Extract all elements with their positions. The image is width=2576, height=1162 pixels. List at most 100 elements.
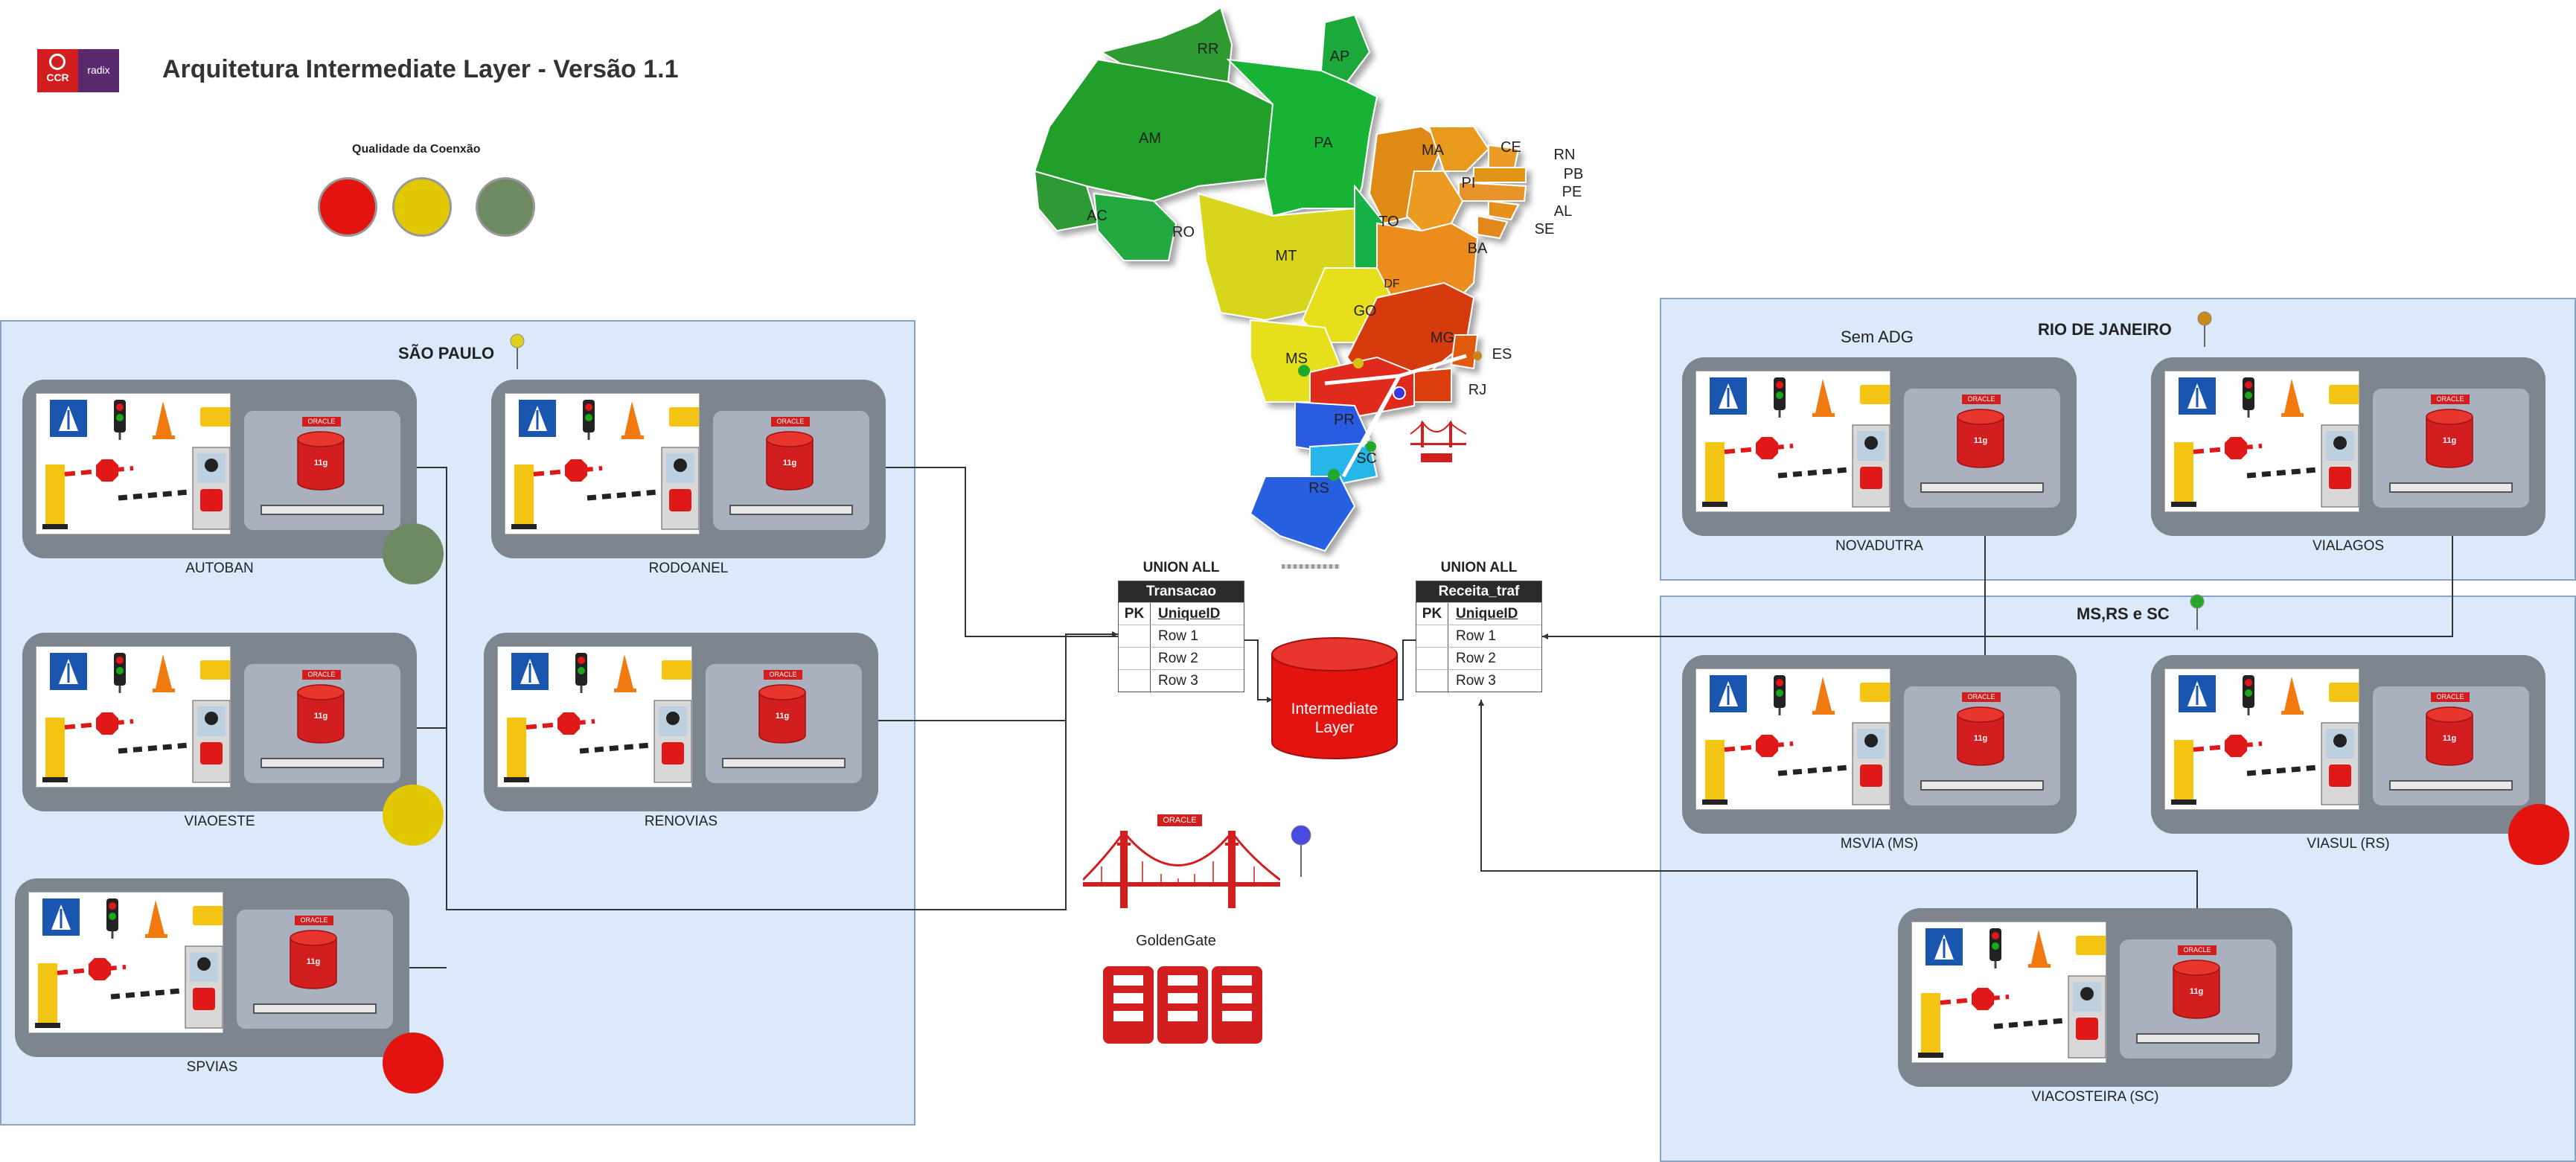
server-slot xyxy=(729,505,853,515)
region-title-sp: SÃO PAULO xyxy=(398,344,495,363)
table-name: Receita_traf xyxy=(1416,581,1541,602)
state-label-ce: CE xyxy=(1500,139,1521,156)
site-card-autoban[interactable]: ORACLE 11g xyxy=(22,380,417,558)
oracle-label: ORACLE xyxy=(771,417,810,427)
server-slot xyxy=(1920,482,2044,493)
server-slot xyxy=(1920,780,2044,791)
state-ac xyxy=(1033,170,1099,232)
database-icon xyxy=(297,431,345,491)
toll-plaza-illustration xyxy=(28,892,223,1033)
state-label-ac: AC xyxy=(1087,208,1108,224)
goldengate-label: GoldenGate xyxy=(1136,933,1216,949)
quality-dot-red xyxy=(383,1032,444,1094)
site-card-viacosteira-sc[interactable]: ORACLE 11g xyxy=(1898,908,2292,1087)
toll-plaza-illustration xyxy=(505,393,700,534)
state-label-ap: AP xyxy=(1330,48,1350,65)
server-rack-icon xyxy=(1103,966,1262,1044)
state-sc xyxy=(1309,441,1378,485)
state-label-rs: RS xyxy=(1308,480,1329,497)
state-al xyxy=(1488,199,1520,221)
oracle-label: ORACLE xyxy=(2431,395,2470,404)
legend-dot-red xyxy=(318,177,377,237)
site-label: MSVIA (MS) xyxy=(1840,836,1919,852)
toll-plaza-illustration xyxy=(497,646,692,788)
site-card-vialagos[interactable]: ORACLE 11g xyxy=(2151,357,2545,536)
db-version: 11g xyxy=(775,712,790,721)
legend-dot-green xyxy=(476,177,535,237)
legend-dot-yellow xyxy=(392,177,452,237)
table-row: Row 2 xyxy=(1456,651,1496,666)
state-pb xyxy=(1473,167,1527,183)
pin-icon xyxy=(510,333,525,369)
state-label-mt: MT xyxy=(1276,248,1297,264)
legend-title: Qualidade da Coenxão xyxy=(352,143,481,156)
db-version: 11g xyxy=(1973,734,1988,743)
table-row: Row 3 xyxy=(1456,673,1496,689)
database-server-panel: ORACLE 11g xyxy=(244,664,400,783)
state-ce xyxy=(1428,126,1490,172)
site-card-rodoanel[interactable]: ORACLE 11g xyxy=(491,380,886,558)
pk-label: PK xyxy=(1119,603,1151,625)
site-card-msvia-ms[interactable]: ORACLE 11g xyxy=(1682,655,2077,834)
site-card-viasul-rs[interactable]: ORACLE 11g xyxy=(2151,655,2545,834)
pin-icon xyxy=(2197,311,2212,347)
toll-plaza-illustration xyxy=(2164,371,2359,512)
database-server-panel: ORACLE 11g xyxy=(237,910,393,1029)
state-label-df: DF xyxy=(1384,278,1400,290)
state-ro xyxy=(1093,192,1177,261)
rj-note: Sem ADG xyxy=(1841,328,1914,346)
database-icon xyxy=(2173,960,2220,1019)
database-server-panel: ORACLE 11g xyxy=(1904,686,2060,805)
quality-dot-yellow xyxy=(383,785,444,846)
database-icon xyxy=(297,684,345,744)
site-label: VIACOSTEIRA (SC) xyxy=(2031,1089,2159,1105)
quality-dot-green xyxy=(383,523,444,584)
region-title-rj: RIO DE JANEIRO xyxy=(2038,320,2172,339)
state-label-rr: RR xyxy=(1198,41,1219,57)
database-icon xyxy=(766,431,814,491)
state-label-go: GO xyxy=(1353,303,1376,319)
intermediate-layer-database-icon xyxy=(1271,637,1398,759)
db-version: 11g xyxy=(2189,987,2204,996)
state-label-se: SE xyxy=(1535,221,1555,237)
map-scale xyxy=(1282,564,1340,569)
database-server-panel: ORACLE 11g xyxy=(2373,686,2529,805)
site-card-spvias[interactable]: ORACLE 11g xyxy=(15,878,409,1057)
site-card-renovias[interactable]: ORACLE 11g xyxy=(484,633,878,811)
database-server-panel: ORACLE 11g xyxy=(713,411,869,530)
database-icon xyxy=(1957,706,2004,766)
server-slot xyxy=(2389,780,2513,791)
golden-gate-small-icon xyxy=(1410,421,1466,462)
quality-dot-red xyxy=(2508,804,2569,865)
server-slot xyxy=(2389,482,2513,493)
table-row: Row 2 xyxy=(1158,651,1198,666)
site-card-viaoeste[interactable]: ORACLE 11g xyxy=(22,633,417,811)
state-label-ba: BA xyxy=(1468,240,1488,257)
region-title-south: MS,RS e SC xyxy=(2077,604,2170,623)
pin-icon xyxy=(2190,594,2205,630)
db-version: 11g xyxy=(782,459,797,467)
state-label-ro: RO xyxy=(1172,224,1195,240)
database-server-panel: ORACLE 11g xyxy=(2373,389,2529,508)
site-card-novadutra[interactable]: ORACLE 11g xyxy=(1682,357,2077,536)
db-version: 11g xyxy=(313,459,328,467)
state-se xyxy=(1477,214,1509,240)
state-label-pe: PE xyxy=(1562,184,1582,200)
oracle-label: ORACLE xyxy=(295,916,333,925)
state-label-sc: SC xyxy=(1356,450,1377,467)
golden-gate-bridge-icon xyxy=(1083,830,1280,908)
db-version: 11g xyxy=(2442,734,2457,743)
site-label: AUTOBAN xyxy=(185,561,254,576)
server-slot xyxy=(722,758,846,768)
db-version: 11g xyxy=(2442,436,2457,445)
database-icon xyxy=(1957,409,2004,468)
state-label-es: ES xyxy=(1492,346,1512,363)
key-field: UniqueID xyxy=(1158,606,1221,622)
toll-plaza-illustration xyxy=(36,646,231,788)
server-slot xyxy=(2136,1033,2260,1044)
database-icon xyxy=(2426,409,2473,468)
state-label-ma: MA xyxy=(1422,142,1445,159)
oracle-label: ORACLE xyxy=(302,670,341,680)
state-label-rn: RN xyxy=(1554,147,1576,163)
